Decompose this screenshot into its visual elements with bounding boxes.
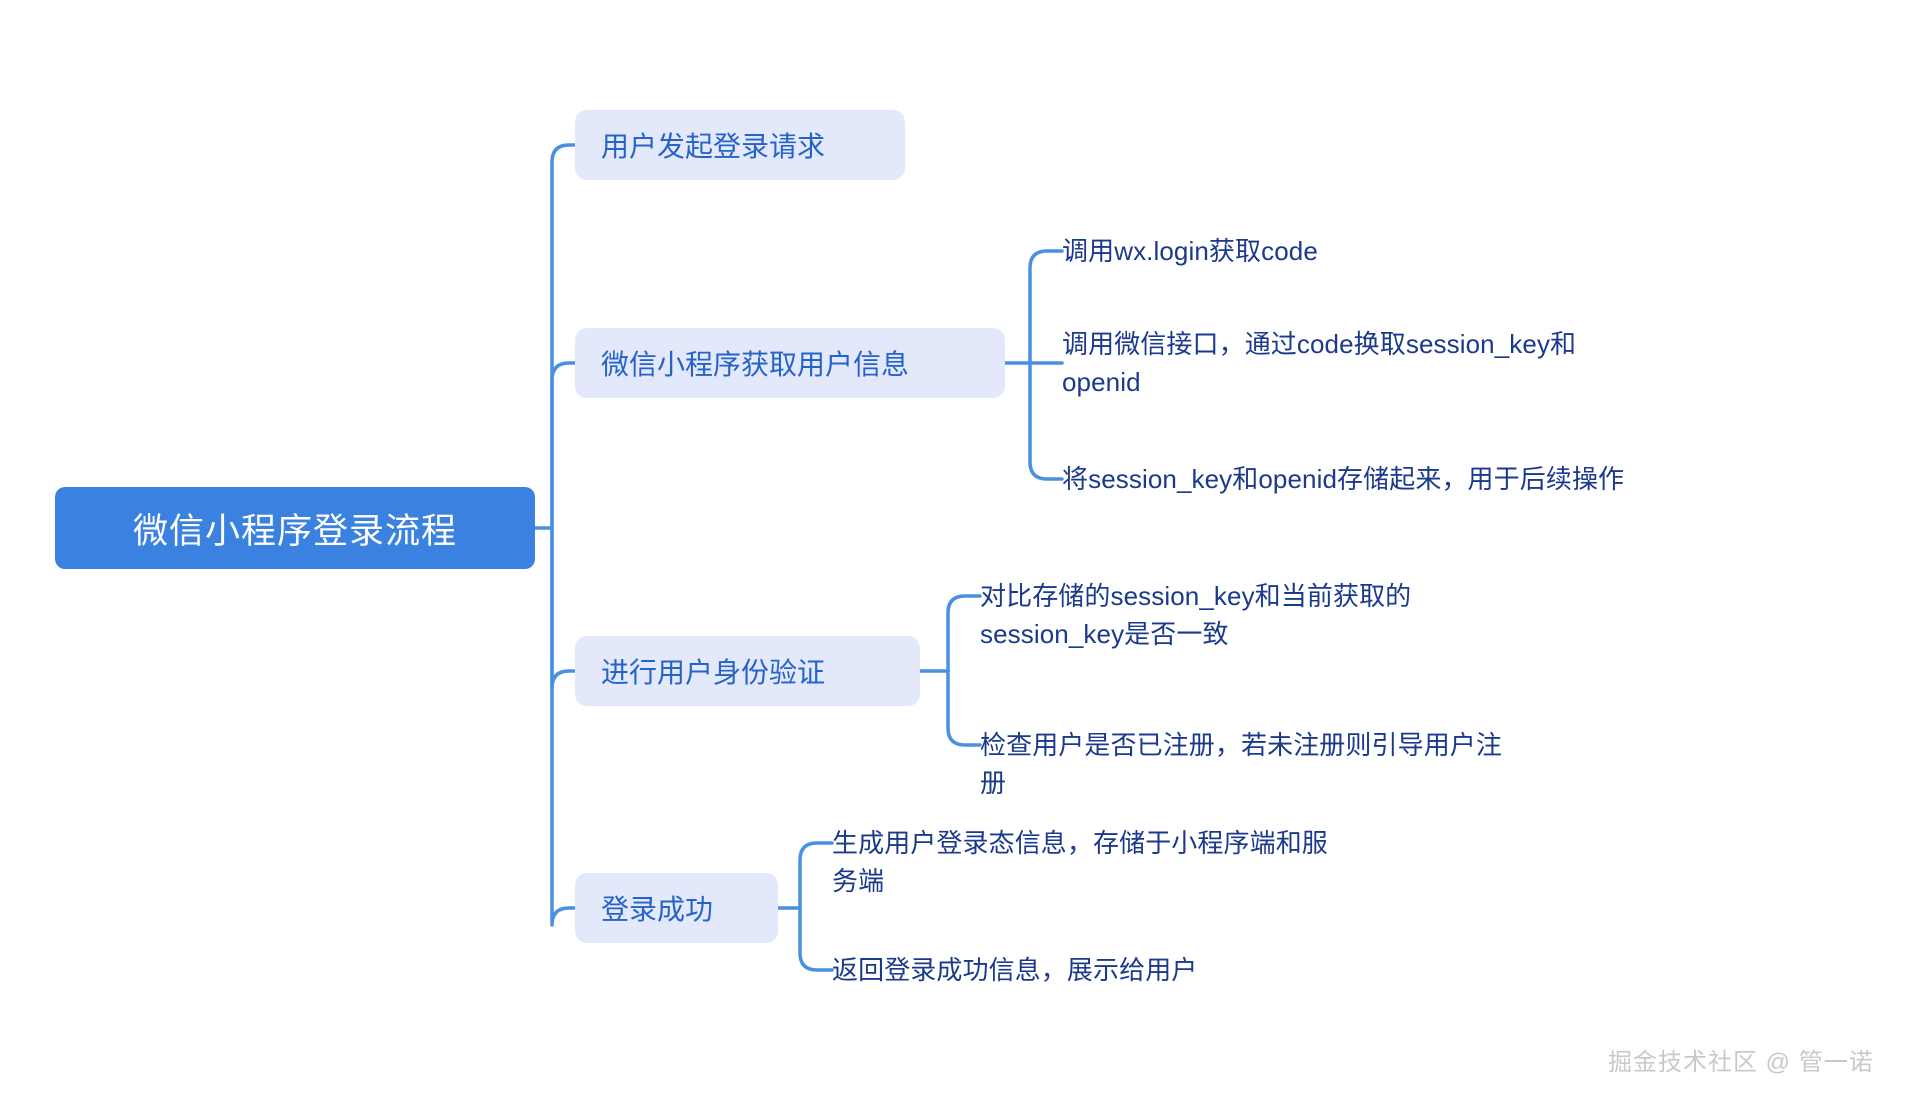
watermark-label: 掘金技术社区 @ 管一诺 [1608,1049,1874,1076]
leaf-label: 将session_key和openid存储起来，用于后续操作 [1062,464,1625,494]
connector-branch4-child-2 [798,906,834,972]
connector-root-to-branch-4 [550,526,587,927]
root-node-label: 微信小程序登录流程 [132,511,457,551]
leaf-text-3-1[interactable]: 对比存储的session_key和当前获取的session_key是否一致 [980,577,1450,653]
leaf-label: 调用微信接口，通过code换取session_key和openid [1062,329,1577,397]
branch-node-4[interactable]: 登录成功 [575,873,778,943]
watermark: 掘金技术社区 @ 管一诺 [1608,1042,1874,1077]
connector-branch4-child-1 [798,841,834,910]
root-node[interactable]: 微信小程序登录流程 [55,487,535,569]
branch-node-4-label: 登录成功 [601,894,714,925]
leaf-label: 返回登录成功信息，展示给用户 [832,955,1198,985]
leaf-text-2-3[interactable]: 将session_key和openid存储起来，用于后续操作 [1062,460,1628,498]
branch-node-3-label: 进行用户身份验证 [601,657,826,688]
leaf-label: 生成用户登录态信息，存储于小程序端和服务端 [832,828,1328,896]
leaf-text-2-1[interactable]: 调用wx.login获取code [1062,232,1622,270]
connector-branch2-child-3 [1028,361,1064,481]
leaf-text-4-2[interactable]: 返回登录成功信息，展示给用户 [832,951,1312,989]
leaf-label: 对比存储的session_key和当前获取的session_key是否一致 [980,581,1412,649]
branch-node-1[interactable]: 用户发起登录请求 [575,110,905,180]
connector-branch3-child-1 [946,594,982,673]
leaf-label: 调用wx.login获取code [1062,236,1318,266]
branch-node-2-label: 微信小程序获取用户信息 [601,349,910,380]
branch-node-1-label: 用户发起登录请求 [601,131,826,162]
leaf-text-3-2[interactable]: 检查用户是否已注册，若未注册则引导用户注册 [980,726,1520,802]
leaf-text-4-1[interactable]: 生成用户登录态信息，存储于小程序端和服务端 [832,824,1347,900]
branch-node-3[interactable]: 进行用户身份验证 [575,636,920,706]
branch-node-2[interactable]: 微信小程序获取用户信息 [575,328,1005,398]
connector-branch3-child-2 [946,669,982,747]
leaf-text-2-2[interactable]: 调用微信接口，通过code换取session_key和openid [1062,325,1628,401]
connector-branch2-child-1 [1028,249,1064,365]
leaf-label: 检查用户是否已注册，若未注册则引导用户注册 [980,730,1503,798]
